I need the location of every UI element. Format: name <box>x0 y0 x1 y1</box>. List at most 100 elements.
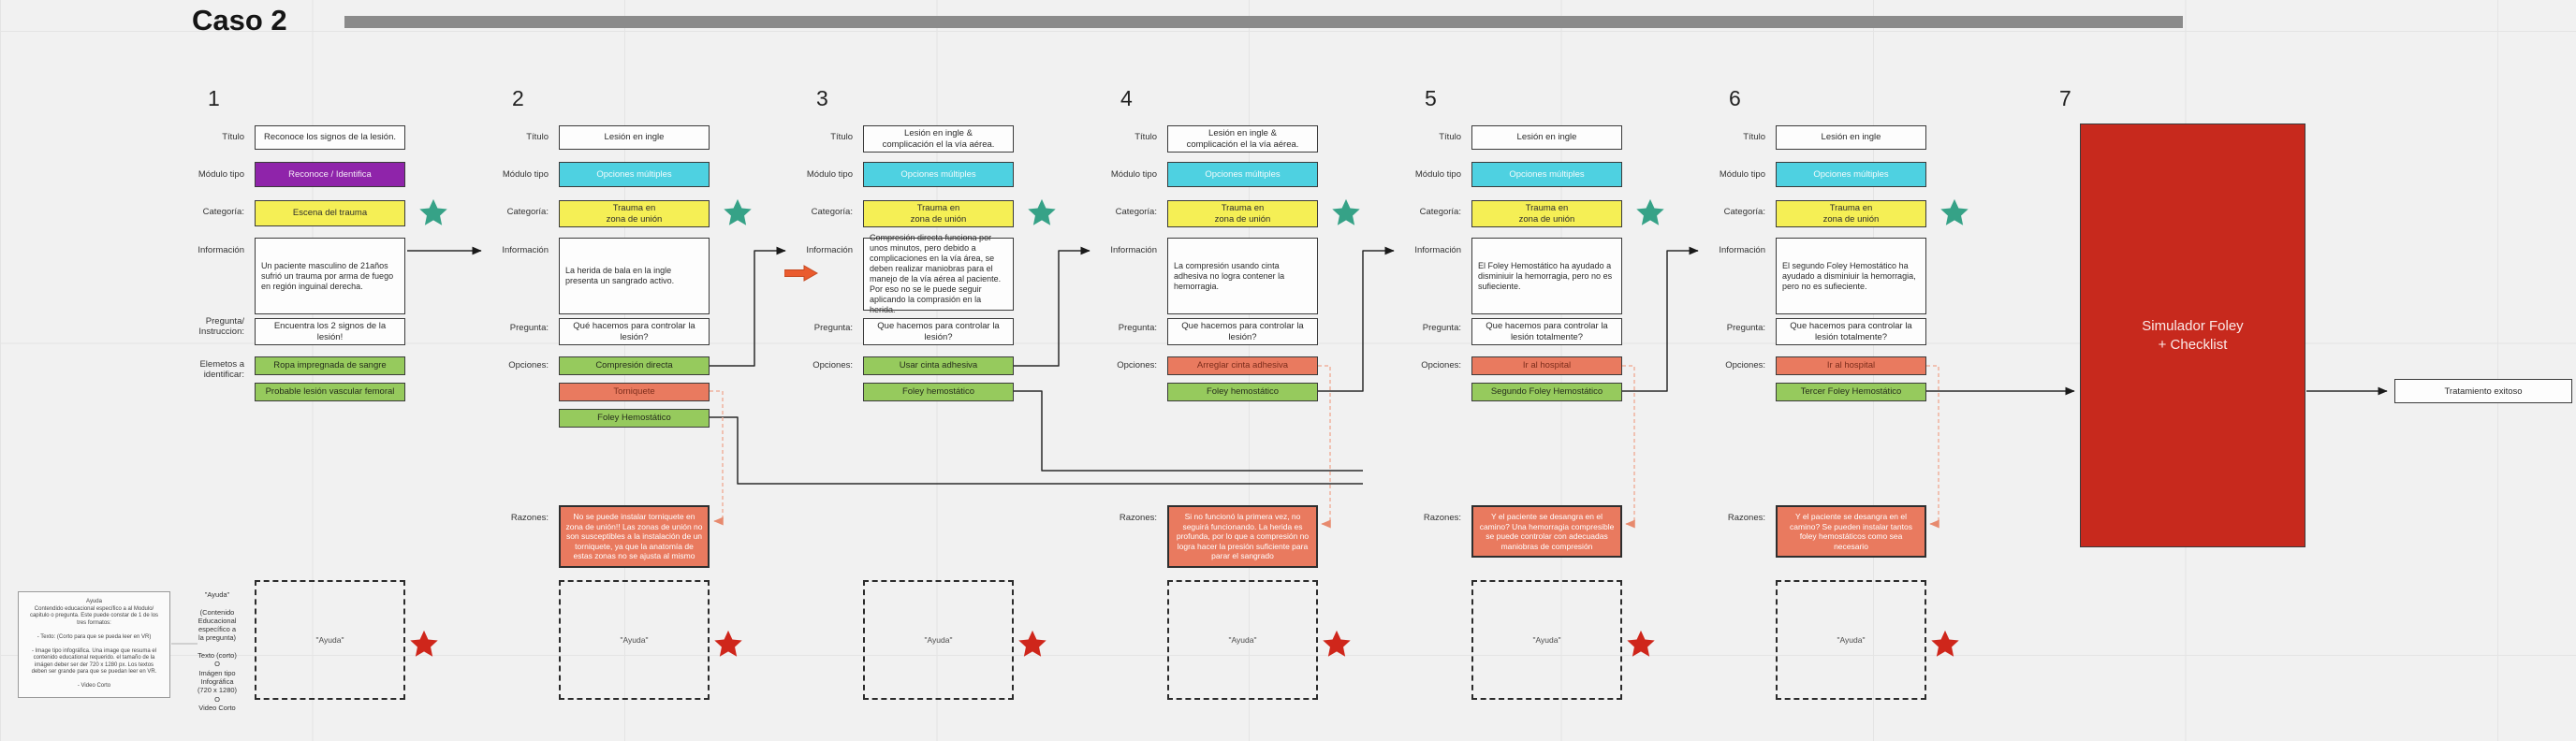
column-number: 5 <box>1425 86 1437 110</box>
modulo-tipo-box[interactable]: Opciones múltiples <box>863 162 1014 187</box>
categoria-box[interactable]: Trauma en zona de unión <box>1471 200 1622 227</box>
field-label-titulo: Título <box>526 132 549 142</box>
razones-box[interactable]: Si no funcionó la primera vez, no seguir… <box>1167 505 1318 568</box>
informacion-box[interactable]: Compresión directa funciona por unos min… <box>863 233 1014 314</box>
informacion-box[interactable]: El segundo Foley Hemostático ha ayudado … <box>1776 238 1926 314</box>
field-label-pregunta-instruccion: Pregunta/ Instruccion: <box>198 316 244 337</box>
modulo-tipo-box[interactable]: Opciones múltiples <box>1471 162 1622 187</box>
ayuda-note[interactable]: Ayuda Contendido educacional específico … <box>18 591 170 698</box>
pregunta-box[interactable]: Que hacemos para controlar la lesión? <box>863 318 1014 345</box>
field-label-informacion: Información <box>502 245 549 255</box>
connector-hospital6-to-razones <box>1926 365 1939 529</box>
column-number: 1 <box>208 86 220 110</box>
field-label-informacion: Información <box>1414 245 1461 255</box>
modulo-tipo-box[interactable]: Opciones múltiples <box>1167 162 1318 187</box>
pregunta-box[interactable]: Que hacemos para controlar la lesión tot… <box>1471 318 1622 345</box>
field-label-categoria: Categoría: <box>811 207 853 217</box>
field-label-opciones: Opciones: <box>1725 360 1765 370</box>
field-label-opciones: Opciones: <box>1421 360 1461 370</box>
option-box[interactable]: Tercer Foley Hemostático <box>1776 383 1926 401</box>
option-box[interactable]: Ir al hospital <box>1776 356 1926 375</box>
option-box[interactable]: Ir al hospital <box>1471 356 1622 375</box>
ayuda-dashed-box[interactable]: "Ayuda" <box>1776 580 1926 700</box>
field-label-informacion: Información <box>806 245 853 255</box>
red-star-icon[interactable] <box>1323 630 1351 657</box>
pregunta-box[interactable]: Que hacemos para controlar la lesión tot… <box>1776 318 1926 345</box>
column-number: 6 <box>1729 86 1741 110</box>
ayuda-dashed-box[interactable]: "Ayuda" <box>1471 580 1622 700</box>
option-box[interactable]: Ropa impregnada de sangre <box>255 356 405 375</box>
red-star-icon[interactable] <box>1627 630 1655 657</box>
teal-star-icon[interactable] <box>419 198 447 225</box>
option-box[interactable]: Compresión directa <box>559 356 710 375</box>
connector-foley4-to-col5 <box>1318 246 1395 392</box>
field-label-opciones: Opciones: <box>812 360 853 370</box>
field-label-razones: Razones: <box>510 513 549 523</box>
ayuda-dashed-box[interactable]: "Ayuda" <box>1167 580 1318 700</box>
titulo-box[interactable]: Lesión en ingle <box>1471 125 1622 150</box>
pregunta-box[interactable]: Encuentra los 2 signos de la lesión! <box>255 318 405 345</box>
categoria-box[interactable]: Trauma en zona de unión <box>1776 200 1926 227</box>
red-star-icon[interactable] <box>714 630 742 657</box>
informacion-box[interactable]: La herida de bala en la ingle presenta u… <box>559 238 710 314</box>
pregunta-box[interactable]: Que hacemos para controlar la lesión? <box>1167 318 1318 345</box>
red-star-icon[interactable] <box>1931 630 1959 657</box>
connector-foley5-to-col6 <box>1622 246 1699 392</box>
field-label-opciones: Opciones: <box>508 360 549 370</box>
informacion-box[interactable]: El Foley Hemostático ha ayudado a dismin… <box>1471 238 1622 314</box>
option-box[interactable]: Torniquete <box>559 383 710 401</box>
razones-box[interactable]: Y el paciente se desangra en el camino? … <box>1776 505 1926 558</box>
connector-foley3-to-col5 <box>1014 390 1363 472</box>
categoria-box[interactable]: Escena del trauma <box>255 200 405 226</box>
titulo-box[interactable]: Lesión en ingle <box>1776 125 1926 150</box>
ayuda-dashed-box[interactable]: "Ayuda" <box>863 580 1014 700</box>
option-box[interactable]: Segundo Foley Hemostático <box>1471 383 1622 401</box>
ayuda-dashed-box[interactable]: "Ayuda" <box>255 580 405 700</box>
field-label-modulo-tipo: Módulo tipo <box>1719 169 1765 180</box>
red-star-icon[interactable] <box>1018 630 1046 657</box>
titulo-box[interactable]: Reconoce los signos de la lesión. <box>255 125 405 150</box>
option-box[interactable]: Foley hemostático <box>1167 383 1318 401</box>
connector-foley2-to-col5 <box>710 416 1363 485</box>
option-box[interactable]: Foley hemostático <box>863 383 1014 401</box>
teal-star-icon[interactable] <box>1028 198 1056 225</box>
titulo-box[interactable]: Lesión en ingle & complicación el la vía… <box>863 125 1014 153</box>
ayuda-spec-label: "Ayuda" (Contenido Educacional específic… <box>197 590 238 712</box>
option-box[interactable]: Usar cinta adhesiva <box>863 356 1014 375</box>
field-label-titulo: Título <box>1134 132 1157 142</box>
simulador-box[interactable]: Simulador Foley + Checklist <box>2080 124 2305 547</box>
modulo-tipo-box[interactable]: Reconoce / Identifica <box>255 162 405 187</box>
highlight-arrow-icon[interactable] <box>784 265 818 282</box>
informacion-box[interactable]: Un paciente masculino de 21años sufrió u… <box>255 238 405 314</box>
field-label-categoria: Categoría: <box>1723 207 1765 217</box>
teal-star-icon[interactable] <box>724 198 752 225</box>
razones-box[interactable]: No se puede instalar torniquete en zona … <box>559 505 710 568</box>
resultado-box[interactable]: Tratamiento exitoso <box>2394 379 2572 403</box>
modulo-tipo-box[interactable]: Opciones múltiples <box>559 162 710 187</box>
field-label-razones: Razones: <box>1423 513 1461 523</box>
modulo-tipo-box[interactable]: Opciones múltiples <box>1776 162 1926 187</box>
option-box[interactable]: Probable lesión vascular femoral <box>255 383 405 401</box>
field-label-modulo-tipo: Módulo tipo <box>502 169 549 180</box>
categoria-box[interactable]: Trauma en zona de unión <box>863 200 1014 227</box>
teal-star-icon[interactable] <box>1636 198 1664 225</box>
informacion-box[interactable]: La compresión usando cinta adhesiva no l… <box>1167 238 1318 314</box>
titulo-box[interactable]: Lesión en ingle & complicación el la vía… <box>1167 125 1318 153</box>
field-label-pregunta: Pregunta: <box>509 323 549 333</box>
categoria-box[interactable]: Trauma en zona de unión <box>1167 200 1318 227</box>
red-star-icon[interactable] <box>410 630 438 657</box>
categoria-box[interactable]: Trauma en zona de unión <box>559 200 710 227</box>
teal-star-icon[interactable] <box>1940 198 1969 225</box>
razones-box[interactable]: Y el paciente se desangra en el camino? … <box>1471 505 1622 558</box>
option-box[interactable]: Arreglar cinta adhesiva <box>1167 356 1318 375</box>
field-label-pregunta: Pregunta: <box>813 323 853 333</box>
titulo-box[interactable]: Lesión en ingle <box>559 125 710 150</box>
field-label-elementos: Elemetos a identificar: <box>199 359 244 380</box>
field-label-modulo-tipo: Módulo tipo <box>1110 169 1157 180</box>
teal-star-icon[interactable] <box>1332 198 1360 225</box>
pregunta-box[interactable]: Qué hacemos para controlar la lesión? <box>559 318 710 345</box>
field-label-informacion: Información <box>1719 245 1765 255</box>
ayuda-dashed-box[interactable]: "Ayuda" <box>559 580 710 700</box>
option-box[interactable]: Foley Hemostático <box>559 409 710 428</box>
